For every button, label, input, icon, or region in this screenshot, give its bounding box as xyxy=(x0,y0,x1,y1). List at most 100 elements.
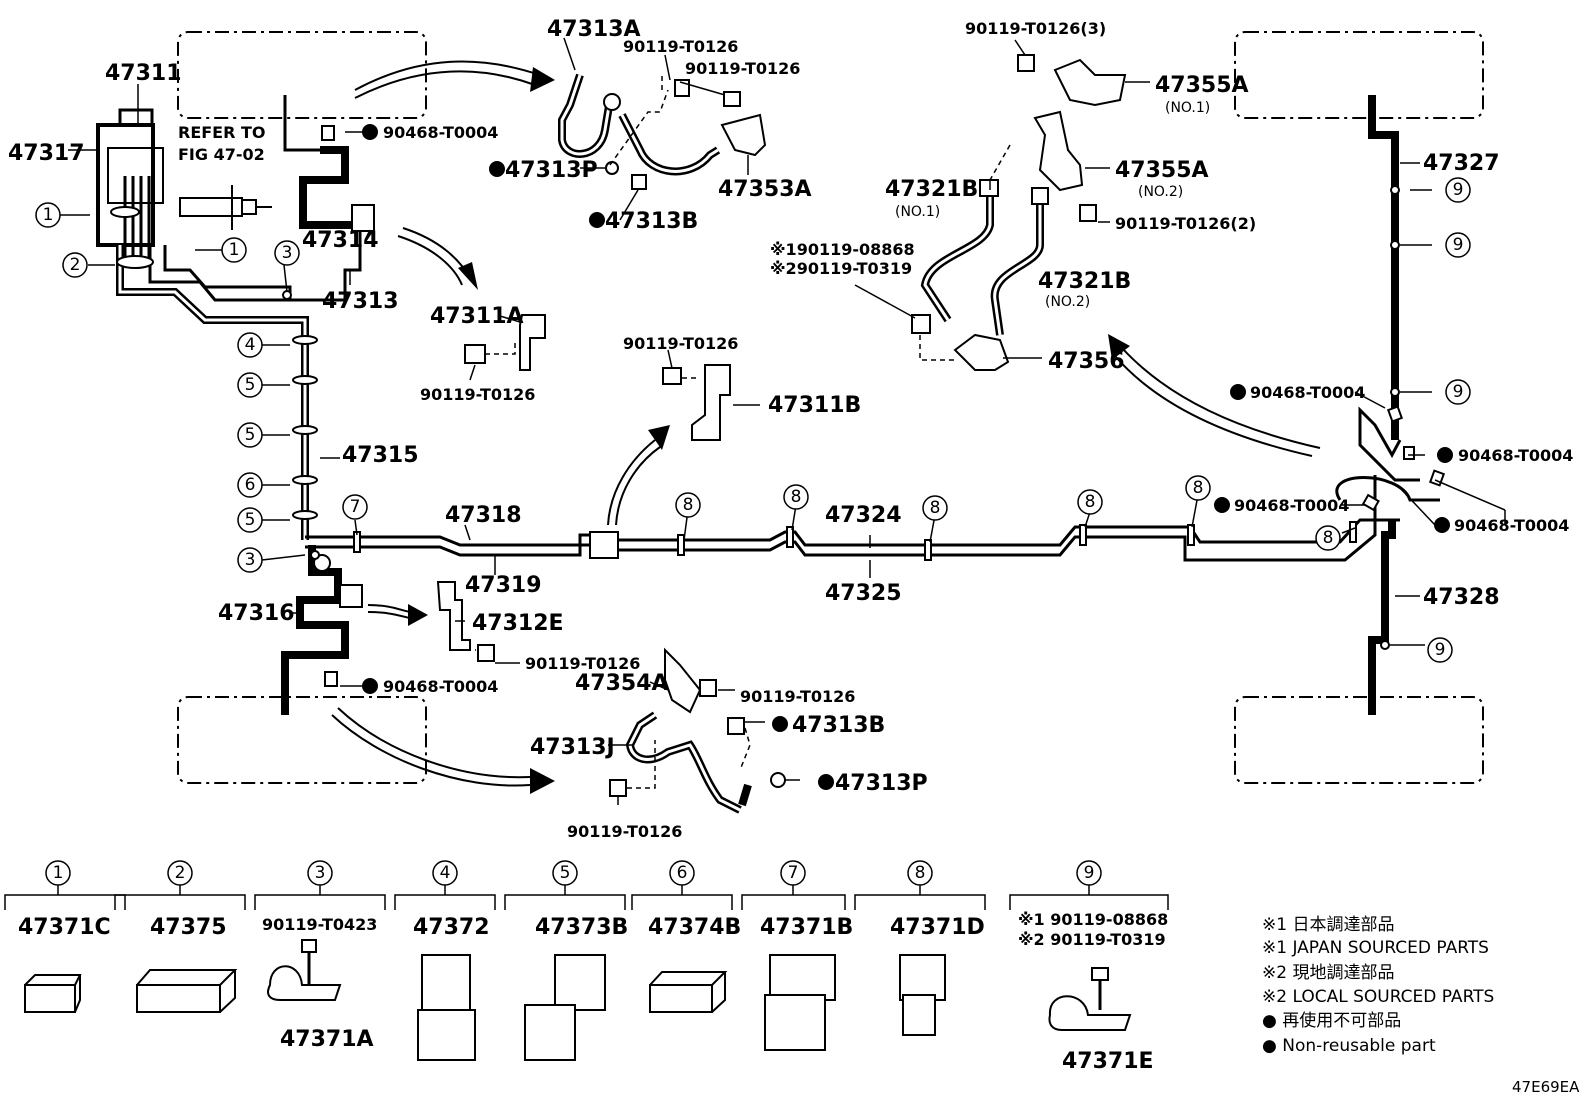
svg-text:6: 6 xyxy=(677,863,688,883)
label-47316: 47316 xyxy=(218,601,295,626)
clip-90468-top xyxy=(321,125,335,141)
pipe-47328 xyxy=(1368,520,1396,715)
label-90119-7: 90119-T0126 xyxy=(567,822,682,841)
svg-text:4: 4 xyxy=(440,863,451,883)
joint-47318 xyxy=(589,531,619,559)
clip-47313P-top xyxy=(605,161,619,175)
svg-text:9: 9 xyxy=(1084,863,1095,883)
callout-1: 1 xyxy=(35,202,61,228)
bracket-47355A-no1 xyxy=(1053,58,1127,107)
svg-text:1: 1 xyxy=(229,240,240,260)
legend-line-6: ● Non-reusable part xyxy=(1262,1036,1436,1056)
label-90119-5: 90119-T0126 xyxy=(525,654,640,673)
callout-8: 8 xyxy=(1077,489,1103,515)
pipe-47324 xyxy=(610,518,1400,547)
bolt-47313B-bottom xyxy=(727,717,745,735)
pipe-47313 xyxy=(290,230,362,302)
label-47312E: 47312E xyxy=(472,611,564,636)
label-refer-to: REFER TO xyxy=(178,123,266,142)
bracket-47355A-no2 xyxy=(1033,110,1084,192)
svg-text:8: 8 xyxy=(1323,528,1334,548)
pipe-47325 xyxy=(610,475,1377,562)
hose-47313A xyxy=(558,73,767,190)
callout-8: 8 xyxy=(783,484,809,510)
label-90119-3: 90119-T0126 xyxy=(420,385,535,404)
label-90119-6: 90119-T0126 xyxy=(740,687,855,706)
flow-arrows xyxy=(331,60,1321,794)
svg-text:2: 2 xyxy=(175,863,186,883)
label-90468-a: 90468-T0004 xyxy=(383,123,498,142)
legend-line-1: ※1 日本調達部品 xyxy=(1262,915,1394,935)
clamp-4-part: 47372 xyxy=(413,915,490,940)
svg-text:5: 5 xyxy=(245,375,256,395)
label-47311A: 47311A xyxy=(430,304,524,329)
svg-text:7: 7 xyxy=(350,497,361,517)
label-90468-c: 90468-T0004 xyxy=(1250,383,1365,402)
clamp-7-part: 47371B xyxy=(760,915,853,940)
pipe-47318 xyxy=(305,533,600,547)
label-47313: 47313 xyxy=(322,289,399,314)
label-47313B-bottom: 47313B xyxy=(792,713,885,738)
callout-markers: 1 1 2 3 3 4 5 5 6 5 7 8 8 8 8 8 8 9 9 9 … xyxy=(35,177,1471,663)
label-47356: 47356 xyxy=(1048,349,1125,374)
clamp-9-sub: 47371E xyxy=(1062,1049,1154,1074)
front-right-wheel-box xyxy=(1234,31,1484,119)
label-47327: 47327 xyxy=(1423,151,1500,176)
clamp-5: 5 47373B xyxy=(524,860,628,1061)
clamp-9: 9 ※1 90119-08868 ※2 90119-T0319 47371E xyxy=(1018,860,1168,1074)
bracket-47354A xyxy=(664,647,702,714)
label-47311: 47311 xyxy=(105,61,182,86)
label-47325: 47325 xyxy=(825,581,902,606)
nonreusable-dot xyxy=(772,716,788,732)
callout-9: 9 xyxy=(1445,177,1471,203)
label-47313J: 47313J xyxy=(530,735,615,760)
callout-9: 9 xyxy=(1427,637,1453,663)
svg-text:8: 8 xyxy=(683,495,694,515)
clamp-8-part: 47371D xyxy=(890,915,985,940)
label-90468-e: 90468-T0004 xyxy=(1234,496,1349,515)
label-90119-4: 90119-T0126 xyxy=(623,334,738,353)
clamp-2-part: 47375 xyxy=(150,915,227,940)
svg-text:3: 3 xyxy=(315,863,326,883)
label-47354A: 47354A xyxy=(575,671,669,696)
pipe-right-hose xyxy=(1358,406,1420,482)
svg-text:1: 1 xyxy=(53,863,64,883)
svg-text:5: 5 xyxy=(245,425,256,445)
clamp-8: 8 47371D xyxy=(890,860,985,1036)
svg-text:1: 1 xyxy=(43,205,54,225)
callout-5: 5 xyxy=(237,507,263,533)
nonreusable-dot xyxy=(1214,497,1230,513)
bracket-47312E xyxy=(436,581,495,662)
svg-text:9: 9 xyxy=(1453,382,1464,402)
bracket-47353A xyxy=(720,113,767,157)
clamp-6: 6 47374B xyxy=(648,860,741,1013)
clamp-1: 1 47371C xyxy=(18,860,111,1013)
label-47321B-no1: 47321B xyxy=(885,177,978,202)
label-alt-2: ※290119-T0319 xyxy=(770,259,912,278)
label-47328: 47328 xyxy=(1423,585,1500,610)
svg-text:4: 4 xyxy=(245,335,256,355)
svg-text:2: 2 xyxy=(70,255,81,275)
label-no1-47321B: (NO.1) xyxy=(895,204,940,220)
legend-line-2: ※1 JAPAN SOURCED PARTS xyxy=(1262,938,1489,958)
actuator-47311 xyxy=(96,108,164,262)
svg-text:9: 9 xyxy=(1453,180,1464,200)
rear-left-wheel-box xyxy=(177,696,427,784)
label-90119-3x: 90119-T0126(3) xyxy=(965,19,1106,38)
diagram-code: 47E69EA xyxy=(1512,1078,1580,1096)
proportioning-valve xyxy=(179,185,272,230)
legend-line-4: ※2 LOCAL SOURCED PARTS xyxy=(1262,987,1494,1007)
svg-text:8: 8 xyxy=(1085,492,1096,512)
callout-1: 1 xyxy=(221,237,247,263)
svg-text:8: 8 xyxy=(915,863,926,883)
clamp-4: 4 47372 xyxy=(413,860,490,1061)
label-90468-b: 90468-T0004 xyxy=(383,677,498,696)
pipe-clamps xyxy=(110,185,1400,650)
clamp-9-line1: ※1 90119-08868 xyxy=(1018,910,1168,929)
callout-8: 8 xyxy=(675,492,701,518)
union-47314 xyxy=(351,204,375,232)
clip-90468-bottom xyxy=(324,671,338,687)
clamp-reference-table: 1 47371C 2 47375 3 90119-T0423 47371A 4 … xyxy=(4,860,1169,1074)
clamp-5-part: 47373B xyxy=(535,915,628,940)
